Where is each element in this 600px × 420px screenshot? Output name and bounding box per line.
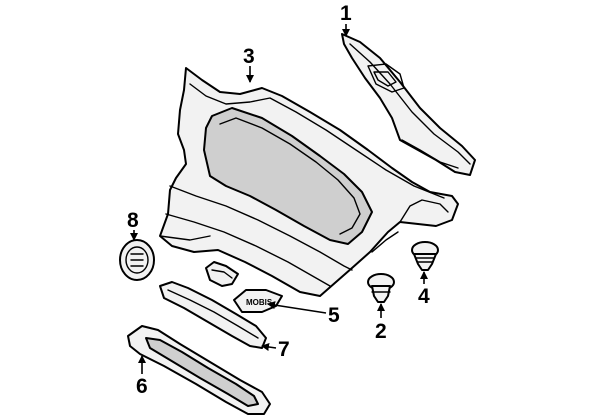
- part-5-emblem-badge: MOBIS: [233, 289, 283, 313]
- part-1-pillar-trim: [341, 33, 476, 176]
- part-2-push-clip: [367, 273, 395, 303]
- callout-7: 7: [278, 338, 290, 361]
- part-3-quarter-trim-panel: [159, 67, 459, 297]
- leader-5: [267, 301, 327, 314]
- part-7-molding-strip: [159, 281, 267, 349]
- callout-5: 5: [328, 304, 340, 327]
- callout-3: 3: [243, 45, 255, 68]
- part-4-screw-clip: [411, 241, 439, 271]
- callout-4: 4: [418, 285, 430, 308]
- callout-2: 2: [375, 320, 387, 343]
- callout-8: 8: [127, 209, 139, 232]
- part-8-round-cap: [119, 239, 155, 281]
- callout-1: 1: [340, 2, 352, 25]
- badge-text: MOBIS: [246, 298, 273, 307]
- leader-lines: [130, 24, 428, 374]
- callout-labels: 1 3 8 5 2 4 7 6: [127, 2, 430, 398]
- part-6-garnish: [127, 325, 271, 415]
- callout-6: 6: [136, 375, 148, 398]
- leader-7: [261, 343, 277, 351]
- bracket-clip: [205, 261, 239, 287]
